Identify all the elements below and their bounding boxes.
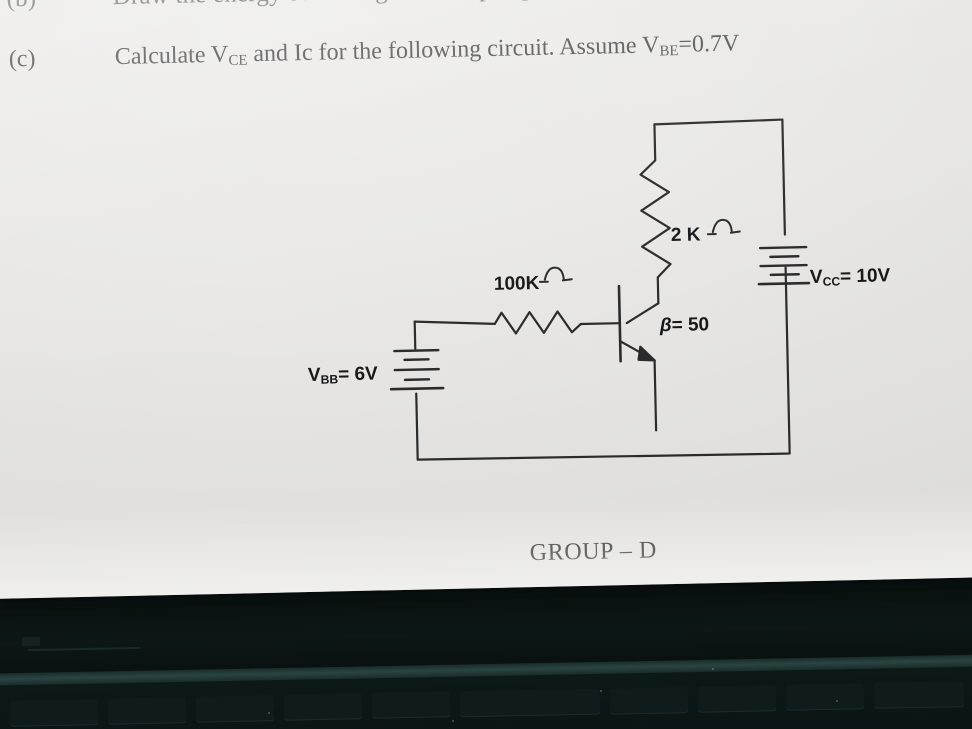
keyboard-key — [283, 693, 363, 721]
battery-vcc-plate-long-1 — [758, 245, 808, 250]
battery-vbb-plate-long-1 — [393, 348, 440, 353]
dust-speck — [712, 668, 714, 670]
dust-speck — [600, 690, 602, 692]
vcc-value: = 10V — [839, 265, 891, 288]
label-vcc-supply: VCC= 10V — [810, 265, 891, 289]
vcc-symbol: V — [809, 266, 823, 289]
ohm-foot-right-2k — [729, 230, 741, 234]
label-2k-resistor: 2 K — [670, 224, 701, 247]
wire-vbb-top-vertical — [413, 320, 417, 350]
emitter-arrow-head — [637, 345, 656, 362]
hinge-notch — [21, 636, 41, 647]
wire-vcc-bottom — [784, 266, 791, 428]
question-paper-sheet: (b) Draw the energy band diagram of a p-… — [0, 0, 972, 599]
vcc-subscript: CC — [822, 274, 841, 289]
battery-vbb-plate-long-2 — [393, 367, 440, 372]
battery-vbb-plate-short-1 — [403, 358, 430, 362]
keyboard-key — [371, 691, 451, 719]
vbb-subscript: BB — [320, 372, 339, 387]
keyboard-key — [785, 683, 865, 711]
dust-speck — [836, 700, 838, 702]
wire-emitter-down — [653, 359, 658, 432]
ohm-symbol-2k — [711, 218, 733, 234]
keyboard-key — [459, 688, 601, 718]
keyboard-key — [195, 695, 275, 723]
beta-value: = 50 — [671, 314, 710, 337]
keyboard-key — [107, 697, 187, 725]
resistor-2k-zigzag — [639, 123, 672, 305]
keyboard-key — [873, 681, 965, 709]
circuit-schematic-svg — [389, 118, 811, 461]
ohm-symbol-100k — [543, 266, 565, 281]
beta-symbol: β — [659, 315, 672, 337]
keyboard-key — [697, 685, 777, 713]
vbb-symbol: V — [307, 364, 321, 386]
vbb-value: = 6V — [337, 363, 378, 386]
keyboard-key — [609, 687, 689, 715]
wire-vbb-top — [413, 320, 496, 325]
keyboard-key — [9, 699, 99, 727]
wire-top-rail — [653, 118, 784, 126]
circuit-diagram: 100K 2 K β= 50 VCC= 10V VBB= 6V — [1, 0, 972, 594]
dust-speck — [268, 712, 270, 714]
battery-vcc-plate-long-3 — [757, 281, 811, 286]
label-beta: β= 50 — [660, 314, 710, 337]
label-vbb-supply: VBB= 6V — [308, 363, 378, 387]
wire-base-lead — [579, 322, 621, 326]
battery-vcc-plate-long-2 — [759, 263, 808, 268]
label-100k-resistor: 100K — [493, 272, 540, 295]
battery-vbb-plate-long-3 — [389, 386, 445, 391]
resistor-100k-zigzag — [493, 310, 582, 335]
wire-bottom-rail-right — [771, 425, 791, 455]
battery-vcc-plate-short-1 — [769, 255, 800, 259]
group-heading: GROUP – D — [529, 537, 658, 567]
ohm-foot-right-100k — [561, 278, 573, 282]
wire-vbb-bottom-vertical — [415, 392, 419, 461]
wire-vcc-top — [781, 118, 786, 236]
battery-vbb-plate-short-2 — [403, 378, 431, 382]
battery-vcc-plate-short-2 — [769, 273, 800, 277]
wire-collector-lead — [625, 302, 660, 325]
wire-bottom-rail-left — [416, 452, 774, 461]
dust-speck — [452, 720, 454, 722]
